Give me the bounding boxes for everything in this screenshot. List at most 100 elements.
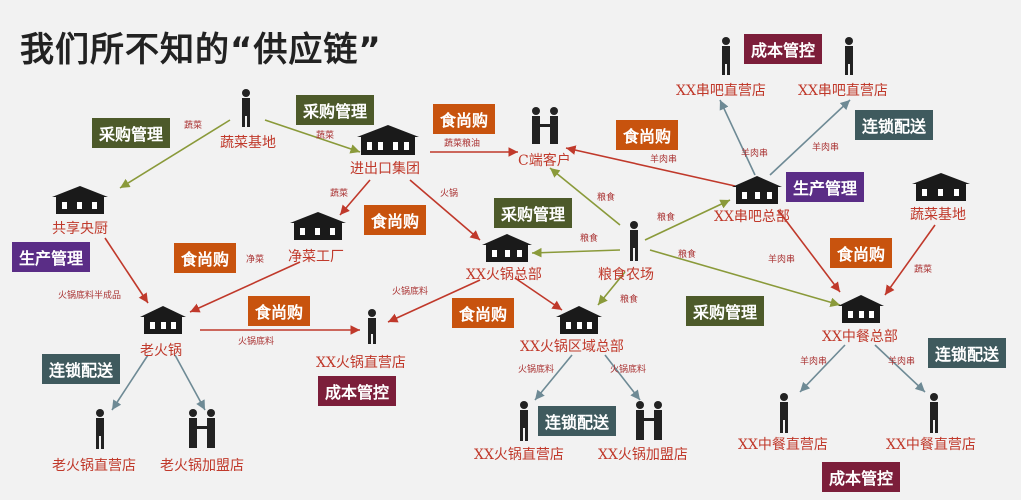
building-icon	[556, 306, 602, 334]
tag-shishanggou: 食尚购	[452, 298, 515, 328]
person-icon	[845, 37, 853, 75]
edge-label: 净菜	[246, 255, 265, 265]
edge	[174, 354, 206, 411]
edge-label: 火锅底料	[518, 365, 555, 375]
building-icon	[52, 186, 108, 214]
handshake-people-icon	[636, 401, 662, 440]
building-icon	[357, 125, 419, 155]
node-bbq-store-2: XX串吧直营店	[798, 83, 888, 99]
edge-label: 蔬菜	[914, 265, 933, 275]
node-grain-farm: 粮食农场	[598, 267, 654, 283]
node-hotpot-regional-hq: XX火锅区域总部	[520, 339, 624, 355]
tag-procurement: 采购管理	[296, 95, 375, 125]
edge	[189, 261, 301, 313]
tag-shishanggou: 食尚购	[433, 104, 496, 134]
node-hotpot-hq: XX火锅总部	[466, 267, 542, 283]
node-c-customer: C端客户	[518, 153, 571, 169]
handshake-people-icon	[532, 107, 558, 144]
edge-label: 羊肉串	[768, 255, 796, 265]
edge-label: 羊肉串	[800, 357, 828, 367]
edge	[565, 145, 736, 187]
node-hotpot-store-2: XX火锅直营店	[474, 447, 564, 463]
node-vegetable-base: 蔬菜基地	[220, 135, 276, 151]
edge	[799, 344, 846, 393]
tag-cost-control: 成本管控	[744, 34, 823, 64]
edge-label: 粮食	[620, 295, 639, 305]
node-old-hotpot: 老火锅	[140, 343, 182, 359]
node-chinese-hq: XX中餐总部	[822, 329, 898, 345]
edge-label: 蔬菜粮油	[444, 139, 481, 149]
node-chinese-store-1: XX中餐直营店	[738, 437, 828, 453]
node-import-export-group: 进出口集团	[350, 161, 420, 177]
edge	[644, 199, 731, 241]
tag-shishanggou: 食尚购	[364, 205, 427, 235]
edge	[339, 179, 371, 216]
tag-shishanggou: 食尚购	[174, 243, 237, 273]
edge-label: 火锅底料	[392, 287, 429, 297]
building-icon	[290, 212, 346, 240]
edge-label: 蔬菜	[184, 121, 203, 131]
tag-chain-delivery: 连锁配送	[538, 406, 617, 436]
tag-production: 生产管理	[786, 172, 865, 202]
edge	[884, 224, 936, 296]
person-icon	[930, 393, 938, 433]
node-vegetable-base-2: 蔬菜基地	[910, 207, 966, 223]
edge-label: 羊肉串	[741, 149, 769, 159]
edge	[534, 354, 573, 401]
page-title: 我们所不知的“供应链”	[20, 30, 382, 70]
tag-cost-control: 成本管控	[822, 462, 901, 492]
node-old-hotpot-franchise: 老火锅加盟店	[160, 458, 244, 474]
edge-label: 火锅底料	[610, 365, 647, 375]
building-icon	[732, 176, 782, 204]
tag-chain-delivery: 连锁配送	[855, 110, 934, 140]
edge	[514, 277, 563, 311]
person-icon	[96, 409, 104, 449]
edge-label: 粮食	[597, 193, 616, 203]
tag-procurement: 采购管理	[92, 118, 171, 148]
edge	[874, 344, 926, 393]
building-icon	[912, 173, 970, 201]
edge-label: 粮食	[678, 250, 697, 260]
edge	[649, 249, 841, 307]
tag-chain-delivery: 连锁配送	[42, 354, 121, 384]
edge	[719, 99, 756, 176]
person-icon	[368, 309, 376, 344]
edge-label: 蔬菜	[330, 189, 349, 199]
edge-label: 粮食	[657, 213, 676, 223]
edge-label: 蔬菜	[316, 131, 335, 141]
edge	[777, 209, 841, 293]
edge	[119, 119, 231, 189]
tag-production: 生产管理	[12, 242, 91, 272]
edge-label: 火锅	[440, 189, 459, 199]
building-icon	[838, 295, 884, 323]
tag-shishanggou: 食尚购	[830, 238, 893, 268]
person-icon	[630, 221, 638, 261]
handshake-people-icon	[189, 409, 215, 448]
edge	[264, 119, 361, 154]
edge-label: 火锅底料	[238, 337, 275, 347]
edge-label: 羊肉串	[812, 143, 840, 153]
edge	[387, 279, 481, 323]
node-chinese-store-2: XX中餐直营店	[886, 437, 976, 453]
edge	[104, 237, 149, 304]
edge-label: 羊肉串	[888, 357, 916, 367]
edge-label: 火锅底料半成品	[58, 291, 122, 301]
edge	[549, 167, 621, 226]
edge	[604, 354, 641, 401]
node-hotpot-franchise: XX火锅加盟店	[598, 447, 688, 463]
tag-shishanggou: 食尚购	[616, 120, 679, 150]
building-icon	[140, 306, 186, 334]
edge	[769, 99, 851, 176]
node-clean-veg-factory: 净菜工厂	[288, 249, 344, 265]
node-shared-kitchen: 共享央厨	[52, 221, 108, 237]
tag-procurement: 采购管理	[686, 296, 765, 326]
edge-label: 羊肉串	[650, 155, 678, 165]
tag-shishanggou: 食尚购	[248, 296, 311, 326]
edge-label: 粮食	[580, 234, 599, 244]
node-old-hotpot-store: 老火锅直营店	[52, 458, 136, 474]
building-icon	[482, 234, 532, 262]
node-hotpot-direct-store: XX火锅直营店	[316, 355, 406, 371]
person-icon	[242, 89, 250, 127]
tag-chain-delivery: 连锁配送	[928, 338, 1007, 368]
